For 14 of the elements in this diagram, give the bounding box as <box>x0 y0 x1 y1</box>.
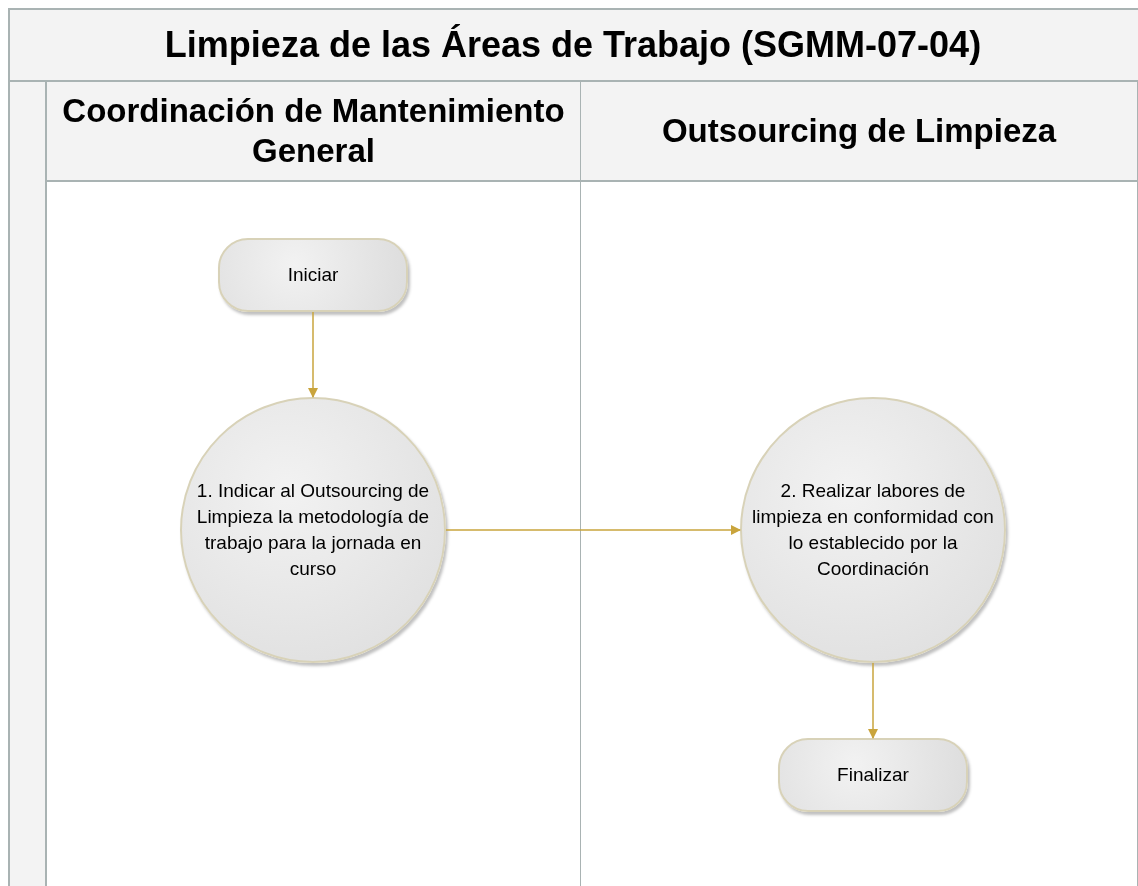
arrow <box>868 662 878 739</box>
swimlane <box>47 82 581 886</box>
terminal-box <box>218 238 408 312</box>
swimlane <box>581 82 1138 886</box>
node-text: Iniciar <box>287 263 339 287</box>
lane-header: Coordinación de Mantenimiento General <box>61 91 566 171</box>
lane-header: Outsourcing de Limpieza <box>661 111 1057 151</box>
terminal-box <box>778 738 968 812</box>
diagram-title: Limpieza de las Áreas de Trabajo (SGMM-07-04) <box>164 23 982 67</box>
arrow <box>445 525 741 535</box>
node-text: Finalizar <box>837 763 909 787</box>
node-text: 2. Realizar labores de limpieza en conformidad con lo establecido por la Coordinación <box>751 479 995 581</box>
arrow <box>308 311 318 398</box>
node-text: 1. Indicar al Outsourcing de Limpieza la metodología de trabajo para la jornada en curso <box>195 479 431 581</box>
